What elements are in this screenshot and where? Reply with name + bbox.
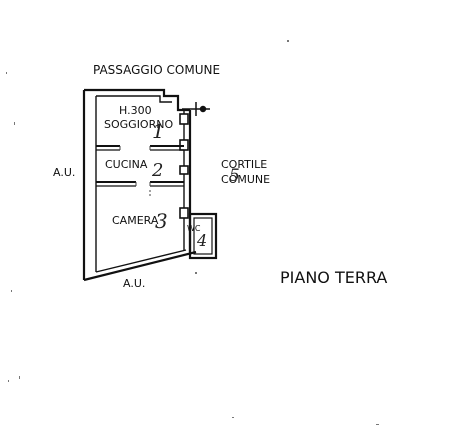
door-marks [119,146,151,198]
label-au-bottom: A.U. [123,277,145,290]
label-au-left: A.U. [53,166,75,179]
interior-partitions [96,145,184,187]
label-cortile: CORTILE [221,158,267,171]
label-height: H.300 [119,104,152,117]
tap-symbol [182,102,210,116]
label-piano-terra: PIANO TERRA [280,268,387,287]
label-cucina: CUCINA [105,158,148,171]
handwritten-number-4: 4 [196,231,207,250]
handwritten-number-2: 2 [151,160,163,181]
wc-annex [188,212,218,260]
label-wc: WC [187,224,201,233]
label-passaggio-comune: PASSAGGIO COMUNE [93,63,220,77]
scan-specks [6,40,379,425]
label-comune: COMUNE [221,173,270,186]
handwritten-number-1: 1 [152,119,165,143]
label-camera: CAMERA [112,214,159,227]
handwritten-number-3: 3 [155,209,168,233]
handwritten-number-5: 5 [229,166,240,186]
label-soggiorno: SOGGIORNO [104,118,173,131]
